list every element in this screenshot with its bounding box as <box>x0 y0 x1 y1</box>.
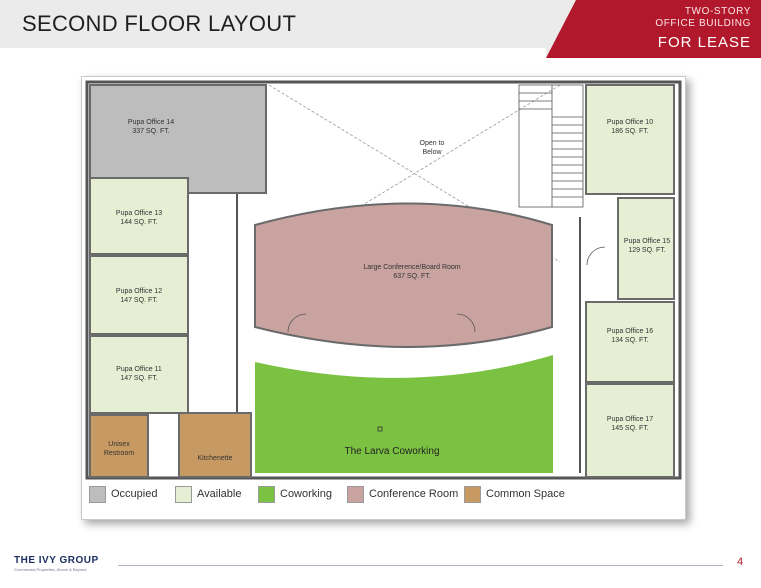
stairs <box>518 84 584 208</box>
coworking-marker <box>377 426 383 432</box>
legend-swatch-conference <box>347 486 364 503</box>
listing-tag: TWO-STORY OFFICE BUILDING FOR LEASE <box>546 0 761 58</box>
legend-label-conference: Conference Room <box>369 488 459 500</box>
ivy-group-logo: THE IVY GROUP <box>14 555 99 566</box>
room-pupa-office-12: Pupa Office 12 147 SQ. FT. <box>89 255 189 335</box>
room-pupa-office-16: Pupa Office 16 134 SQ. FT. <box>585 301 675 383</box>
legend: Occupied Available Coworking Conference … <box>87 481 667 507</box>
floor-plan: Pupa Office 14 337 SQ. FT. Pupa Office 13… <box>81 76 686 520</box>
room-pupa-office-10: Pupa Office 10 186 SQ. FT. <box>585 84 675 195</box>
listing-tag-line-3: FOR LEASE <box>657 34 751 51</box>
room-size: 147 SQ. FT. <box>120 297 158 304</box>
page-number: 4 <box>737 556 744 568</box>
room-size: 637 SQ. FT. <box>393 273 431 280</box>
room-size: 145 SQ. FT. <box>611 425 649 432</box>
room-name-line-1: Unisex <box>108 441 130 448</box>
legend-label-common: Common Space <box>486 488 565 500</box>
legend-label-coworking: Coworking <box>280 488 332 500</box>
room-name: Pupa Office 16 <box>606 328 654 335</box>
room-kitchenette: Kitchenette <box>178 412 252 478</box>
open-below-line-2-text: Below <box>422 149 442 156</box>
page-title: SECOND FLOOR LAYOUT <box>22 11 297 36</box>
footer-divider <box>118 565 723 566</box>
room-pupa-office-13: Pupa Office 13 144 SQ. FT. <box>89 177 189 255</box>
legend-swatch-occupied <box>89 486 106 503</box>
room-pupa-office-15: Pupa Office 15 129 SQ. FT. <box>617 197 675 300</box>
room-name: Pupa Office 15 <box>623 238 671 245</box>
room-size: 186 SQ. FT. <box>611 128 649 135</box>
legend-swatch-common <box>464 486 481 503</box>
room-name: Pupa Office 11 <box>116 366 162 373</box>
room-label: Pupa Office 10 186 SQ. FT. <box>587 118 673 136</box>
listing-tag-line-2: OFFICE BUILDING <box>655 18 751 29</box>
room-label: Pupa Office 13 144 SQ. FT. <box>91 209 187 227</box>
room-size: 134 SQ. FT. <box>611 337 649 344</box>
conference-room-label: Large Conference/Board Room 637 SQ. FT. <box>332 263 492 281</box>
open-below-line-2 <box>268 84 561 263</box>
ivy-group-tagline: Commercial Properties, Above & Beyond <box>14 567 87 572</box>
title-band <box>0 0 575 48</box>
room-label: Pupa Office 16 134 SQ. FT. <box>587 327 673 345</box>
room-label: Pupa Office 14 337 SQ. FT. <box>91 118 211 136</box>
open-to-below-label: Open to Below <box>412 139 452 157</box>
room-size: 129 SQ. FT. <box>628 247 666 254</box>
room-pupa-office-11: Pupa Office 11 147 SQ. FT. <box>89 335 189 414</box>
room-label: Pupa Office 15 129 SQ. FT. <box>619 237 675 255</box>
legend-swatch-available <box>175 486 192 503</box>
coworking-label: The Larva Coworking <box>344 446 440 457</box>
room-label: Pupa Office 17 145 SQ. FT. <box>587 415 673 433</box>
room-name: Pupa Office 12 <box>115 288 163 295</box>
room-name: Pupa Office 13 <box>115 210 163 217</box>
legend-label-available: Available <box>197 488 242 500</box>
room-name: Large Conference/Board Room <box>363 264 461 271</box>
room-size: 337 SQ. FT. <box>132 128 170 135</box>
room-pupa-office-17: Pupa Office 17 145 SQ. FT. <box>585 383 675 478</box>
open-below-line-1-text: Open to <box>419 140 445 147</box>
room-size: 147 SQ. FT. <box>120 375 158 382</box>
room-label: Pupa Office 12 147 SQ. FT. <box>91 287 187 305</box>
room-name: Pupa Office 10 <box>606 119 654 126</box>
room-label: Pupa Office 11 147 SQ. FT. <box>91 365 187 383</box>
legend-swatch-coworking <box>258 486 275 503</box>
legend-label-occupied: Occupied <box>111 488 158 500</box>
conference-room-shape <box>254 202 553 348</box>
room-label: Kitchenette <box>197 455 233 462</box>
coworking-shape <box>255 355 553 473</box>
room-name-line-2: Restroom <box>103 450 135 457</box>
room-size: 144 SQ. FT. <box>120 219 158 226</box>
room-name: Pupa Office 17 <box>606 416 654 423</box>
room-name: Pupa Office 14 <box>127 119 175 126</box>
listing-tag-line-1: TWO-STORY <box>684 6 751 17</box>
